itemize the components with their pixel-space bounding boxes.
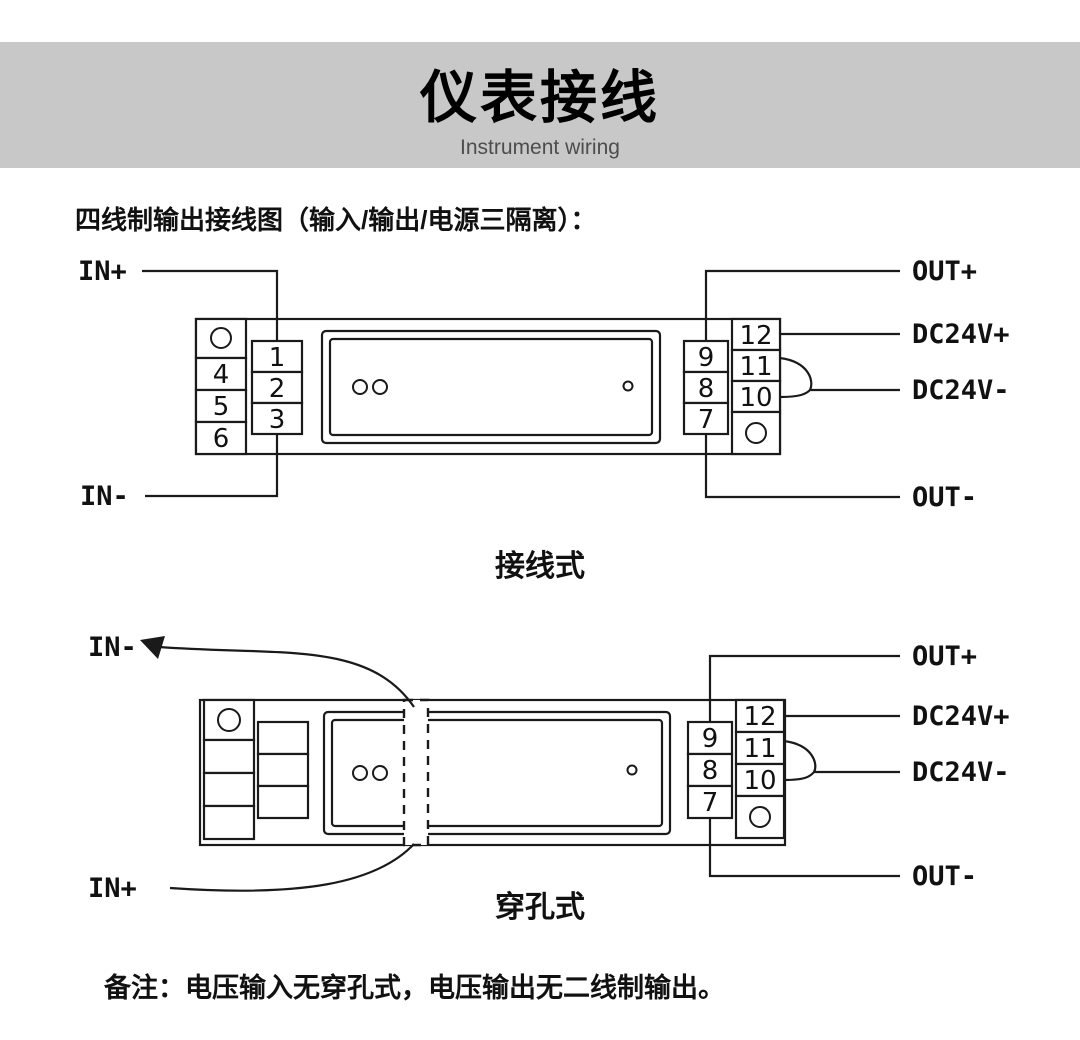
page-title: 仪表接线 bbox=[420, 66, 660, 130]
left-outer-terminal-block: 4 5 6 bbox=[194, 317, 248, 456]
blank-terminal-cell bbox=[256, 784, 310, 820]
terminal-11-label: 11 bbox=[743, 734, 776, 764]
in-plus-wire bbox=[169, 843, 415, 892]
terminal-1-label: 1 bbox=[269, 343, 286, 373]
terminal-12-label: 12 bbox=[739, 321, 772, 351]
dc24v-minus-wire bbox=[783, 739, 900, 782]
display-panel bbox=[320, 329, 662, 445]
terminal-9-label: 9 bbox=[698, 343, 715, 373]
terminal-10-label: 10 bbox=[739, 383, 772, 413]
diagram2-caption: 穿孔式 bbox=[495, 891, 585, 924]
dc24v-plus-label: DC24V+ bbox=[912, 319, 1010, 350]
dc24v-plus-label: DC24V+ bbox=[912, 701, 1010, 732]
dc24v-minus-label: DC24V- bbox=[912, 375, 1010, 406]
terminal-cell bbox=[194, 420, 248, 456]
terminal-cell bbox=[686, 784, 734, 820]
dc24v-minus-wire bbox=[779, 356, 900, 399]
blank-terminal-cell bbox=[256, 752, 310, 788]
page-subtitle: Instrument wiring bbox=[460, 136, 620, 159]
indicator-hole-icon bbox=[626, 764, 638, 776]
in-minus-arrowhead-icon bbox=[140, 636, 165, 659]
terminal-8-label: 8 bbox=[702, 756, 719, 786]
terminal-cell bbox=[686, 752, 734, 788]
out-minus-wire bbox=[708, 818, 900, 878]
terminal-7-label: 7 bbox=[702, 788, 719, 818]
left-inner-terminal-block bbox=[256, 720, 310, 820]
in-plus-label: IN+ bbox=[88, 873, 137, 904]
in-minus-label: IN- bbox=[88, 632, 137, 663]
in-plus-label: IN+ bbox=[78, 256, 127, 287]
terminal-cell bbox=[682, 401, 730, 436]
display-inner bbox=[328, 337, 654, 437]
blank-terminal-cell bbox=[202, 804, 256, 841]
header-band: 仪表接线 Instrument wiring bbox=[0, 42, 1080, 168]
terminal-12-label: 12 bbox=[743, 702, 776, 732]
mount-hole-icon bbox=[749, 806, 771, 828]
right-inner-terminal-block: 9 8 7 bbox=[682, 339, 730, 436]
diagram-through-hole: 9 8 7 12 11 10 IN- IN+ bbox=[88, 632, 1010, 904]
note-text: 备注：电压输入无穿孔式，电压输出无二线制输出。 bbox=[104, 973, 725, 1003]
right-outer-terminal-block: 12 11 10 bbox=[734, 698, 786, 840]
intro-text: 四线制输出接线图（输入/输出/电源三隔离）： bbox=[75, 205, 597, 235]
terminal-cell bbox=[730, 348, 782, 383]
terminal-10-label: 10 bbox=[743, 766, 776, 796]
blank-terminal-cell bbox=[256, 720, 310, 756]
out-minus-label: OUT- bbox=[912, 861, 977, 892]
blank-terminal-cell bbox=[202, 738, 256, 775]
out-plus-label: OUT+ bbox=[912, 641, 977, 672]
out-plus-label: OUT+ bbox=[912, 256, 977, 287]
terminal-cell bbox=[250, 401, 304, 436]
indicator-hole-icon bbox=[622, 380, 634, 392]
terminal-2-label: 2 bbox=[269, 374, 286, 404]
diagram1-caption: 接线式 bbox=[495, 550, 585, 583]
terminal-cell bbox=[250, 370, 304, 405]
in-minus-label: IN- bbox=[80, 481, 129, 512]
out-minus-wire bbox=[704, 434, 900, 499]
blank-terminal-cell bbox=[202, 771, 256, 808]
left-outer-terminal-block bbox=[202, 698, 256, 841]
terminal-cell bbox=[734, 762, 786, 798]
indicator-hole-icon bbox=[352, 765, 368, 781]
out-plus-wire bbox=[708, 654, 900, 722]
terminal-7-label: 7 bbox=[698, 405, 715, 435]
mount-hole-icon bbox=[217, 708, 241, 732]
display-panel bbox=[322, 710, 672, 836]
mount-hole-icon bbox=[745, 422, 767, 444]
indicator-hole-icon bbox=[352, 379, 368, 395]
in-minus-wire bbox=[145, 434, 279, 498]
terminal-4-label: 4 bbox=[213, 360, 230, 390]
out-plus-wire bbox=[704, 269, 900, 341]
terminal-9-label: 9 bbox=[702, 724, 719, 754]
terminal-6-label: 6 bbox=[213, 424, 230, 454]
right-inner-terminal-block: 9 8 7 bbox=[686, 720, 734, 820]
dc24v-minus-label: DC24V- bbox=[912, 757, 1010, 788]
in-minus-wire bbox=[158, 645, 415, 708]
indicator-hole-icon bbox=[372, 379, 388, 395]
terminal-cell bbox=[194, 388, 248, 424]
right-outer-terminal-block: 12 11 10 bbox=[730, 317, 782, 456]
terminal-11-label: 11 bbox=[739, 352, 772, 382]
terminal-3-label: 3 bbox=[269, 405, 286, 435]
terminal-8-label: 8 bbox=[698, 374, 715, 404]
terminal-cell bbox=[194, 356, 248, 392]
indicator-hole-icon bbox=[372, 765, 388, 781]
diagram-wired: 4 5 6 1 2 3 bbox=[78, 256, 1010, 513]
in-plus-wire bbox=[142, 269, 279, 341]
left-inner-terminal-block: 1 2 3 bbox=[250, 339, 304, 436]
out-minus-label: OUT- bbox=[912, 482, 977, 513]
terminal-5-label: 5 bbox=[213, 392, 230, 422]
mount-hole-icon bbox=[210, 327, 232, 349]
through-hole bbox=[402, 698, 430, 847]
